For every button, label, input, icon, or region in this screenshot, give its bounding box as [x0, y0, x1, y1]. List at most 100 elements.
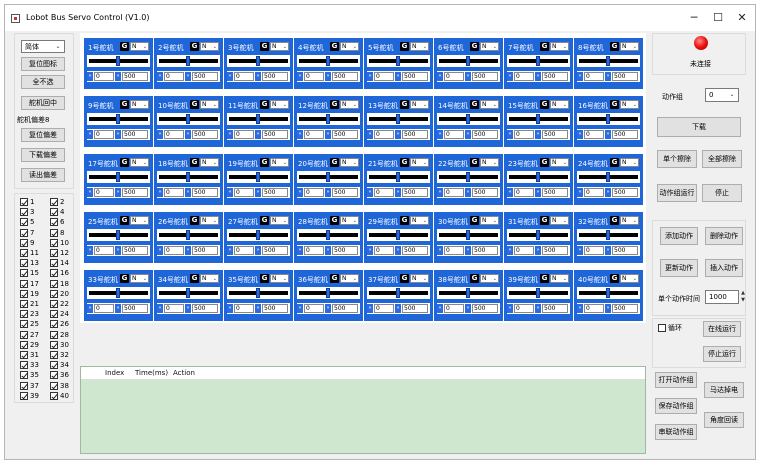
servo-offset-input[interactable]: 0 [514, 304, 534, 313]
servo-enable-toggle[interactable]: G [610, 274, 619, 283]
servo-enable-toggle[interactable]: G [120, 274, 129, 283]
stepper-down-icon[interactable]: ▼ [741, 297, 745, 303]
checkbox-box[interactable] [20, 330, 28, 339]
slider-thumb[interactable] [185, 230, 190, 240]
checkbox-box[interactable] [50, 330, 58, 339]
servo-mode-select[interactable]: N⌄ [130, 42, 149, 51]
servo-position-input[interactable]: 500 [612, 246, 638, 255]
servo-enable-toggle[interactable]: G [120, 42, 129, 51]
motor-power-off-button[interactable]: 马达掉电 [704, 382, 744, 398]
language-select[interactable]: 简体 ⌄ [21, 40, 65, 53]
checkbox-box[interactable] [20, 249, 28, 257]
checkbox-box[interactable] [50, 371, 58, 380]
servo-mode-select[interactable]: N⌄ [620, 216, 639, 225]
servo-enable-toggle[interactable]: G [260, 274, 269, 283]
servo-position-input[interactable]: 500 [402, 188, 428, 197]
slider-thumb[interactable] [115, 230, 120, 240]
servo-enable-toggle[interactable]: G [610, 158, 619, 167]
channel-checkbox[interactable]: 16 [50, 268, 69, 278]
checkbox-box[interactable] [50, 279, 58, 288]
servo-mode-select[interactable]: N⌄ [270, 158, 289, 167]
servo-offset-input[interactable]: 0 [94, 72, 114, 81]
servo-position-slider[interactable] [87, 229, 150, 241]
run-action-group-button[interactable]: 动作组运行 [657, 184, 697, 202]
servo-position-input[interactable]: 500 [542, 188, 568, 197]
servo-offset-input[interactable]: 0 [234, 72, 254, 81]
channel-checkbox[interactable]: 1 [20, 197, 34, 207]
checkbox-box[interactable] [50, 391, 58, 400]
slider-thumb[interactable] [535, 114, 540, 124]
servo-position-slider[interactable] [577, 229, 640, 241]
channel-checkbox[interactable]: 13 [20, 258, 39, 268]
servo-position-slider[interactable] [437, 113, 500, 125]
checkbox-box[interactable] [50, 351, 58, 359]
deselect-all-button[interactable]: 全不选 [21, 75, 65, 89]
checkbox-box[interactable] [20, 310, 28, 319]
servo-offset-input[interactable]: 0 [164, 72, 184, 81]
channel-checkbox[interactable]: 31 [20, 350, 39, 360]
slider-thumb[interactable] [605, 172, 610, 182]
servo-offset-input[interactable]: 0 [374, 188, 394, 197]
servo-mode-select[interactable]: N⌄ [410, 274, 429, 283]
servo-enable-toggle[interactable]: G [330, 42, 339, 51]
servo-mode-select[interactable]: N⌄ [130, 100, 149, 109]
channel-checkbox[interactable]: 4 [50, 207, 64, 217]
servo-offset-input[interactable]: 0 [94, 304, 114, 313]
channel-checkbox[interactable]: 19 [20, 289, 39, 299]
servo-position-slider[interactable] [367, 229, 430, 241]
servo-mode-select[interactable]: N⌄ [410, 158, 429, 167]
servo-mode-select[interactable]: N⌄ [480, 216, 499, 225]
servo-position-slider[interactable] [227, 171, 290, 183]
servo-offset-input[interactable]: 0 [164, 246, 184, 255]
servo-mode-select[interactable]: N⌄ [130, 274, 149, 283]
servo-position-slider[interactable] [227, 113, 290, 125]
servo-position-slider[interactable] [437, 55, 500, 67]
slider-thumb[interactable] [395, 288, 400, 298]
channel-checkbox[interactable]: 34 [50, 360, 69, 370]
slider-thumb[interactable] [115, 114, 120, 124]
servo-enable-toggle[interactable]: G [190, 274, 199, 283]
servo-position-input[interactable]: 500 [402, 72, 428, 81]
servo-position-input[interactable]: 500 [332, 188, 358, 197]
servo-mode-select[interactable]: N⌄ [550, 158, 569, 167]
servo-offset-input[interactable]: 0 [374, 246, 394, 255]
servo-offset-input[interactable]: 0 [94, 246, 114, 255]
servo-position-input[interactable]: 500 [612, 130, 638, 139]
channel-checkbox[interactable]: 15 [20, 268, 39, 278]
servo-mode-select[interactable]: N⌄ [200, 274, 219, 283]
servo-offset-input[interactable]: 0 [444, 72, 464, 81]
servo-position-slider[interactable] [157, 113, 220, 125]
servo-enable-toggle[interactable]: G [400, 274, 409, 283]
slider-thumb[interactable] [255, 230, 260, 240]
servo-enable-toggle[interactable]: G [610, 42, 619, 51]
servo-mode-select[interactable]: N⌄ [480, 42, 499, 51]
servo-mode-select[interactable]: N⌄ [550, 42, 569, 51]
chain-action-group-button[interactable]: 串联动作组 [655, 424, 697, 440]
servo-mode-select[interactable]: N⌄ [480, 100, 499, 109]
channel-checkbox[interactable]: 30 [50, 340, 69, 350]
servo-position-slider[interactable] [157, 171, 220, 183]
checkbox-box[interactable] [50, 198, 58, 206]
slider-thumb[interactable] [395, 230, 400, 240]
servo-enable-toggle[interactable]: G [400, 158, 409, 167]
checkbox-box[interactable] [20, 289, 28, 298]
servo-position-input[interactable]: 500 [542, 130, 568, 139]
open-action-group-button[interactable]: 打开动作组 [655, 372, 697, 388]
servo-position-slider[interactable] [367, 171, 430, 183]
reset-icon-button[interactable]: 复位图标 [21, 57, 65, 71]
servo-mode-select[interactable]: N⌄ [340, 42, 359, 51]
add-action-button[interactable]: 添加动作 [660, 227, 698, 245]
servo-position-input[interactable]: 500 [472, 72, 498, 81]
servo-enable-toggle[interactable]: G [470, 274, 479, 283]
channel-checkbox[interactable]: 37 [20, 381, 39, 391]
servo-position-slider[interactable] [157, 287, 220, 299]
slider-thumb[interactable] [535, 288, 540, 298]
channel-checkbox[interactable]: 35 [20, 370, 39, 380]
checkbox-box[interactable] [20, 340, 28, 349]
channel-checkbox[interactable]: 18 [50, 279, 69, 289]
checkbox-box[interactable] [20, 228, 28, 237]
servo-enable-toggle[interactable]: G [400, 216, 409, 225]
servo-mode-select[interactable]: N⌄ [200, 158, 219, 167]
slider-thumb[interactable] [395, 172, 400, 182]
servo-position-slider[interactable] [297, 171, 360, 183]
